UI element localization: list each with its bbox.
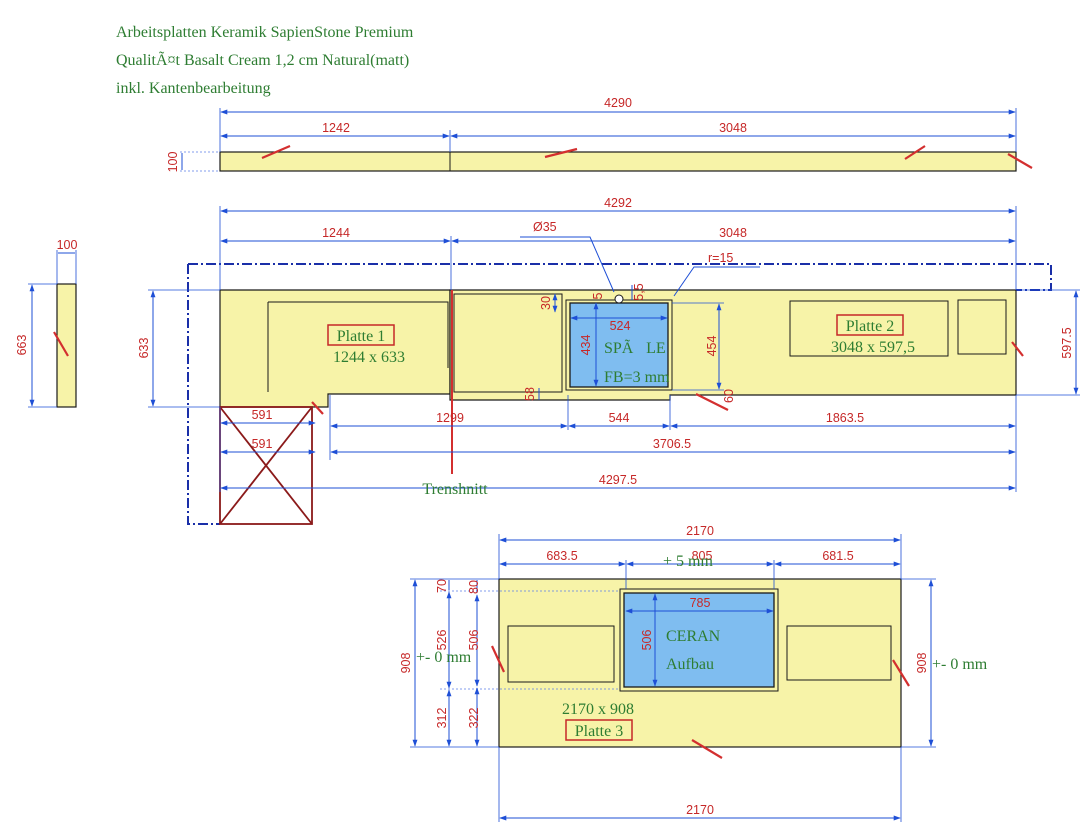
dim-island-80: 80	[467, 580, 481, 594]
sink-fb: FB=3 mm	[604, 369, 670, 386]
dim-591-top: 591	[252, 408, 273, 422]
ceran-label: CERAN	[666, 628, 721, 645]
grain-direction-mark	[491, 645, 505, 673]
title-line-2: QualitÃ¤t Basalt Cream 1,2 cm Natural(ma…	[116, 52, 410, 69]
plate1-title-box	[327, 324, 395, 346]
dim-island-683-5: 683.5	[546, 549, 577, 563]
plate2-slab	[449, 289, 1017, 401]
dim-left-1244: 1244	[322, 226, 350, 240]
title-line-1: Arbeitsplatten Keramik SapienStone Premi…	[116, 24, 414, 41]
cutout-outline	[957, 299, 1007, 355]
grain-direction-mark	[1011, 341, 1024, 357]
dim-sink-depth-454: 454	[705, 336, 719, 357]
dim-cooktop-506: 506	[640, 630, 654, 651]
tolerance-left: +- 0 mm	[416, 649, 472, 666]
plate2-size: 3048 x 597,5	[831, 339, 915, 356]
plate3-size: 2170 x 908	[562, 701, 634, 718]
dim-island-2170-bottom: 2170	[686, 803, 714, 817]
dim-height-100: 100	[166, 152, 180, 173]
side-piece: 100 663	[15, 238, 78, 408]
dim-width-100: 100	[57, 238, 78, 252]
sink-label: SPÃLE	[604, 339, 666, 357]
dim-right-3048: 3048	[719, 121, 747, 135]
dim-1299: 1299	[436, 411, 464, 425]
dim-total-4290: 4290	[604, 96, 632, 110]
dim-island-70: 70	[435, 579, 449, 593]
tolerance-top: + 5 mm	[663, 553, 713, 570]
dim-544: 544	[609, 411, 630, 425]
dim-depth-633: 633	[137, 338, 151, 359]
main-plan: 4292 1244 3048 Ø35 r=15 30 5 5,5 434 524…	[137, 196, 1080, 525]
dim-island-908-right: 908	[915, 653, 929, 674]
dim-hole-35: Ø35	[533, 220, 557, 234]
grain-direction-mark	[904, 145, 926, 160]
title-line-3: inkl. Kantenbearbeitung	[116, 80, 271, 97]
edge-strip-slab	[219, 151, 1017, 172]
dim-left-1242: 1242	[322, 121, 350, 135]
dim-cooktop-785: 785	[690, 596, 711, 610]
cutout-outline	[453, 293, 563, 393]
dim-small-60: 60	[722, 389, 736, 403]
grain-direction-mark	[695, 393, 729, 411]
cutout-outline	[507, 625, 615, 683]
dim-island-908-left: 908	[399, 653, 413, 674]
dim-sink-front-58: 58	[523, 387, 537, 401]
tap-hole	[614, 294, 624, 304]
grain-direction-mark	[261, 144, 291, 160]
dim-1863-5: 1863.5	[826, 411, 864, 425]
dim-total-4292: 4292	[604, 196, 632, 210]
dim-small-5: 5	[591, 292, 605, 299]
plate3-title-box	[565, 719, 633, 741]
dim-small-5-5: 5,5	[632, 283, 646, 300]
corner-box-diagonal	[219, 406, 313, 525]
trenshnitt-label: Trenshnitt	[422, 481, 488, 498]
grain-direction-mark	[1007, 153, 1033, 169]
leader-line	[673, 266, 760, 297]
dim-sink-depth-434: 434	[579, 335, 593, 356]
plate3-title: Platte 3	[575, 723, 623, 740]
cutout-outline	[267, 301, 449, 392]
dim-sink-width-524: 524	[610, 319, 631, 333]
dim-radius-15: r=15	[708, 251, 733, 265]
dim-height-663: 663	[15, 335, 29, 356]
dim-sink-top-30: 30	[539, 296, 553, 310]
dim-depth-597-5: 597.5	[1060, 327, 1074, 358]
plate2-title-box	[836, 314, 904, 336]
edge-strip: 4290 1242 3048 100	[166, 96, 1033, 173]
tolerance-right: +- 0 mm	[932, 656, 988, 673]
cutout-outline	[789, 300, 949, 357]
dim-island-506: 506	[467, 630, 481, 651]
dim-island-2170-top: 2170	[686, 524, 714, 538]
cooktop-outer	[619, 588, 779, 692]
side-piece-slab	[56, 283, 77, 408]
grain-direction-mark	[311, 401, 324, 415]
dim-island-312: 312	[435, 708, 449, 729]
grain-direction-mark	[892, 659, 910, 687]
island-plan: 2170 683.5 805 681.5 + 5 mm 785 506 CERA…	[399, 524, 988, 822]
outline-dashed	[188, 263, 1052, 291]
dim-591-bottom: 591	[252, 437, 273, 451]
grain-direction-mark	[691, 739, 723, 759]
ceran-aufbau: Aufbau	[666, 656, 714, 673]
dim-island-681-5: 681.5	[822, 549, 853, 563]
grain-direction-mark	[544, 147, 578, 159]
plate2-title: Platte 2	[846, 318, 894, 335]
dim-3706-5: 3706.5	[653, 437, 691, 451]
dim-island-322: 322	[467, 708, 481, 729]
outline-dashed	[187, 264, 220, 525]
dim-island-805: 805	[692, 549, 713, 563]
leader-line	[520, 236, 615, 293]
dim-island-526: 526	[435, 630, 449, 651]
grain-direction-mark	[53, 331, 69, 357]
plate1-title: Platte 1	[337, 328, 385, 345]
dim-right-3048: 3048	[719, 226, 747, 240]
cutout-outline	[786, 625, 892, 681]
plate1-size: 1244 x 633	[333, 349, 405, 366]
dim-4297-5: 4297.5	[599, 473, 637, 487]
